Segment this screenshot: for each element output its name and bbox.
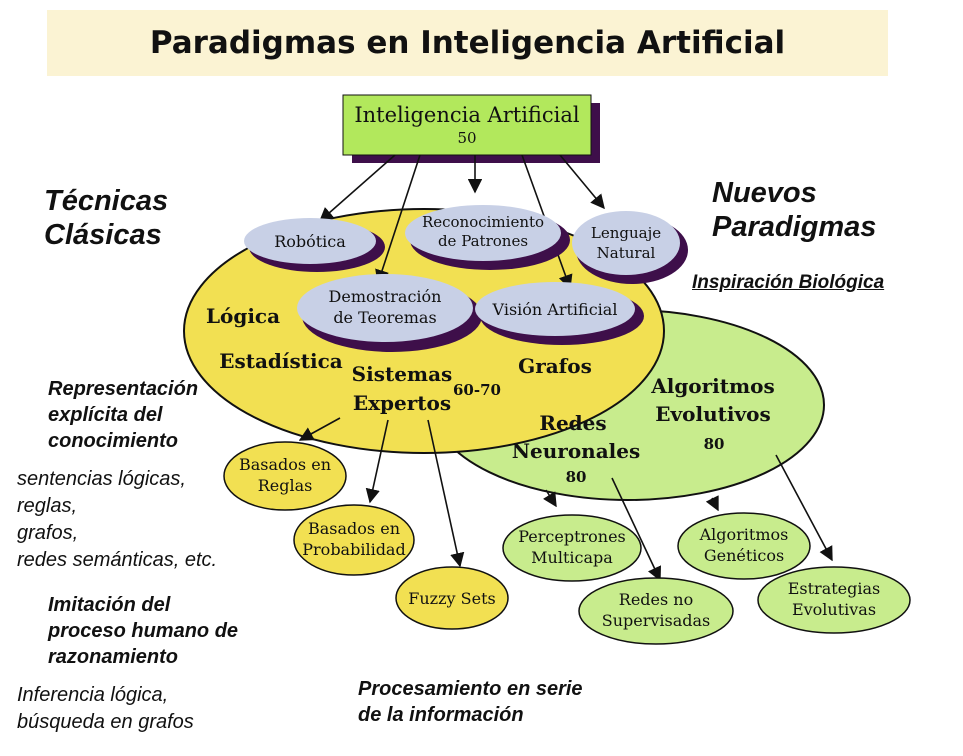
root-label: Inteligencia Artificial <box>354 103 580 127</box>
note-ejemplos-line3: grafos, <box>17 522 79 544</box>
arrow-estrategias <box>775 454 833 562</box>
arrow-reglas <box>298 417 341 441</box>
note-imitacion: Imitación del proceso humano de razonami… <box>48 592 238 670</box>
note-representacion-line3: conocimiento <box>48 430 179 452</box>
node-fuzzy-sets: Fuzzy Sets <box>395 566 509 630</box>
note-representacion: Representación explícita del conocimient… <box>48 376 198 454</box>
left-heading-line2: Clásicas <box>44 219 162 251</box>
note-representacion-line1: Representación <box>48 378 199 400</box>
label-classic-year: 60-70 <box>453 381 501 399</box>
arrow-perceptrones <box>543 489 557 508</box>
node-vision-label: Visión Artificial <box>492 300 618 319</box>
title-banner: Paradigmas en Inteligencia Artificial <box>47 10 888 76</box>
note-procesamiento-line2: de la información <box>358 704 524 726</box>
note-procesamiento-line1: Procesamiento en serie <box>358 678 583 700</box>
note-ejemplos-line4: redes semánticas, etc. <box>17 549 218 571</box>
right-subheading-text: Inspiración Biológica <box>692 272 885 293</box>
label-grafos: Grafos <box>518 354 592 378</box>
label-expertos: Expertos <box>353 391 451 415</box>
right-heading-line2: Paradigmas <box>712 211 877 243</box>
left-heading: Técnicas Clásicas <box>44 184 168 252</box>
arrow-geneticos <box>705 495 719 512</box>
note-inferencia-line1: Inferencia lógica, <box>17 684 169 706</box>
left-heading-line1: Técnicas <box>44 185 169 217</box>
right-heading: Nuevos Paradigmas <box>712 176 876 244</box>
node-vision: Visión Artificial <box>475 282 644 345</box>
note-imitacion-line3: razonamiento <box>48 646 179 668</box>
arrow-root-robotica <box>318 154 396 222</box>
note-ejemplos: sentencias lógicas, reglas, grafos, rede… <box>17 466 217 574</box>
arrow-no-supervisadas <box>611 477 661 582</box>
label-sistemas: Sistemas <box>352 362 453 386</box>
note-inferencia: Inferencia lógica, búsqueda en grafos <box>17 682 194 736</box>
note-ejemplos-line2: reglas, <box>17 495 78 517</box>
arrow-fuzzy <box>427 419 465 568</box>
arrow-probabilidad <box>365 419 389 504</box>
note-imitacion-line1: Imitación del <box>48 594 171 616</box>
right-heading-line1: Nuevos <box>712 177 817 209</box>
label-logica: Lógica <box>206 304 280 328</box>
root-year: 50 <box>457 129 476 147</box>
right-subheading: Inspiración Biológica <box>692 272 884 294</box>
note-ejemplos-line1: sentencias lógicas, <box>17 468 186 490</box>
node-robotica-label: Robótica <box>274 232 346 251</box>
label-estadistica: Estadística <box>219 349 343 373</box>
root-box <box>342 94 592 156</box>
note-procesamiento: Procesamiento en serie de la información <box>358 676 583 728</box>
arrow-root-demostracion <box>375 154 421 285</box>
note-imitacion-line2: proceso humano de <box>48 620 239 642</box>
node-robotica: Robótica <box>244 218 385 272</box>
label-algoritmos-year: 80 <box>704 435 725 453</box>
arrow-root-lenguaje <box>559 154 605 210</box>
note-representacion-line2: explícita del <box>48 404 163 426</box>
node-fuzzy-label: Fuzzy Sets <box>408 589 495 608</box>
page-title: Paradigmas en Inteligencia Artificial <box>149 25 786 61</box>
label-redes-year: 80 <box>566 468 587 486</box>
note-inferencia-line2: búsqueda en grafos <box>17 711 194 733</box>
